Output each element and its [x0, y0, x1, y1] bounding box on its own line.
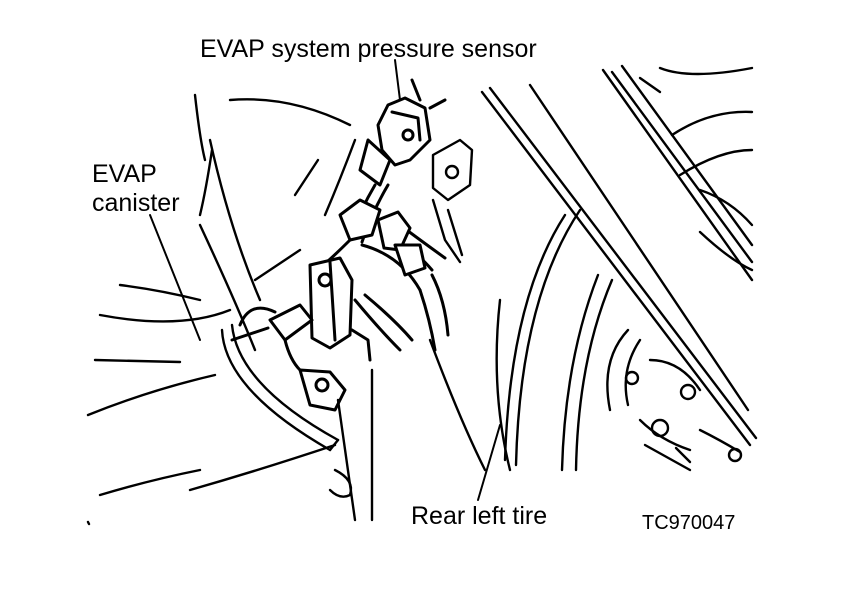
body-contours [86, 93, 357, 497]
label-evap-canister: EVAP canister [92, 160, 180, 218]
label-rear-left-tire: Rear left tire [411, 502, 548, 530]
evap-hoses [310, 183, 450, 352]
valve-cluster [230, 256, 372, 412]
wheel-hub [606, 328, 743, 464]
tire-outline [428, 208, 692, 472]
pressure-sensor-shape [358, 78, 447, 187]
leader-lines [149, 59, 501, 501]
figure-code: TC970047 [642, 512, 736, 534]
label-canister-line2: canister [92, 189, 180, 217]
canister-pipe [220, 323, 374, 522]
frame-rail [480, 64, 758, 447]
mounting-bracket [431, 138, 474, 264]
stray-mark [86, 520, 91, 526]
label-evap-pressure-sensor: EVAP system pressure sensor [200, 35, 537, 63]
label-canister-line1: EVAP [92, 160, 157, 188]
